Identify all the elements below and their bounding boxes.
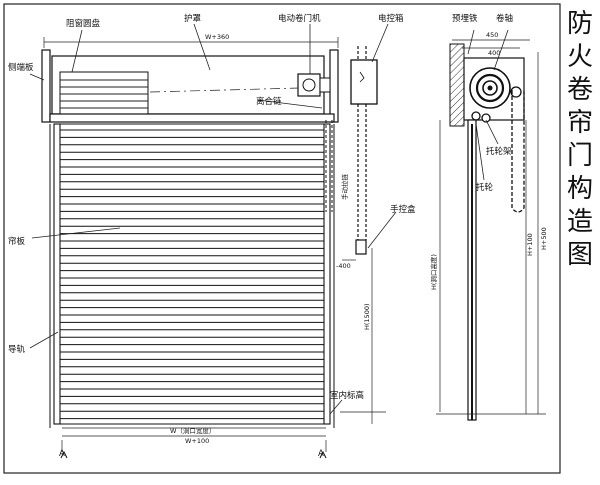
dim-top-width: W+360 [205,33,229,41]
manual-control-box [355,239,367,255]
right-end-plate [329,49,339,123]
drawing-title: 防 火 卷 帘 门 构 造 图 [563,8,597,272]
left-guide-rail [53,123,61,425]
front-elevation: W+360 W（洞口宽度） W [41,33,441,459]
label-cover: 护罩 [184,13,202,24]
title-char: 卷 [566,75,593,105]
label-manual-chain: 手动拉链 [340,174,349,201]
label-roller: 托轮 [476,182,494,193]
dim-bottom-width: W+100 [185,437,209,445]
title-char: 帘 [566,108,593,138]
label-indoor-level: 室内标高 [330,390,364,401]
sheet-frame [3,3,561,474]
dim-rail-height: H+100 [526,233,534,256]
dim-depth-top: 450 [486,31,498,39]
label-control-box: 电控箱 [378,13,404,24]
title-char: 火 [566,42,593,72]
section-mark-left: A [59,449,65,459]
dim-opening-height: H(洞口高度) [429,254,438,290]
wall-section [449,43,465,127]
title-char: 防 [566,9,593,39]
label-guide-rail: 导轨 [8,344,26,355]
curtain-slats [60,129,324,420]
motor-body [297,73,321,97]
chain-loop [511,90,525,213]
dim-total-height: H+500 [540,227,548,250]
leader-lines [29,23,509,415]
dim-manual-height: H(1500) [363,303,371,330]
dim-opening-width: W（洞口宽度） [170,426,215,435]
label-shaft: 卷轴 [496,13,513,24]
label-manual-box: 手控盒 [390,204,416,215]
section-view: 450 400 H+500 H+100 [436,31,548,421]
section-mark-right: A [318,449,324,459]
title-char: 构 [566,174,593,204]
dim-depth-sub: 400 [488,49,500,57]
label-roller-frame: 托轮架 [486,146,512,157]
label-end-plate: 侧端板 [8,62,34,73]
right-guide-rail [323,123,331,425]
label-guard-disc: 阻窗圆盘 [66,18,101,29]
label-clutch-chain: 离合链 [256,96,282,107]
title-char: 造 [566,207,593,237]
label-motor: 电动卷门机 [278,13,321,24]
left-end-plate [41,49,51,123]
label-curtain: 帘板 [8,236,26,247]
title-char: 图 [566,240,593,270]
title-char: 门 [566,141,593,171]
roll-disc-area [59,71,149,115]
control-box [350,59,378,105]
dim-side-offset: -400 [336,262,351,270]
label-embedded-iron: 预埋铁 [452,13,478,24]
